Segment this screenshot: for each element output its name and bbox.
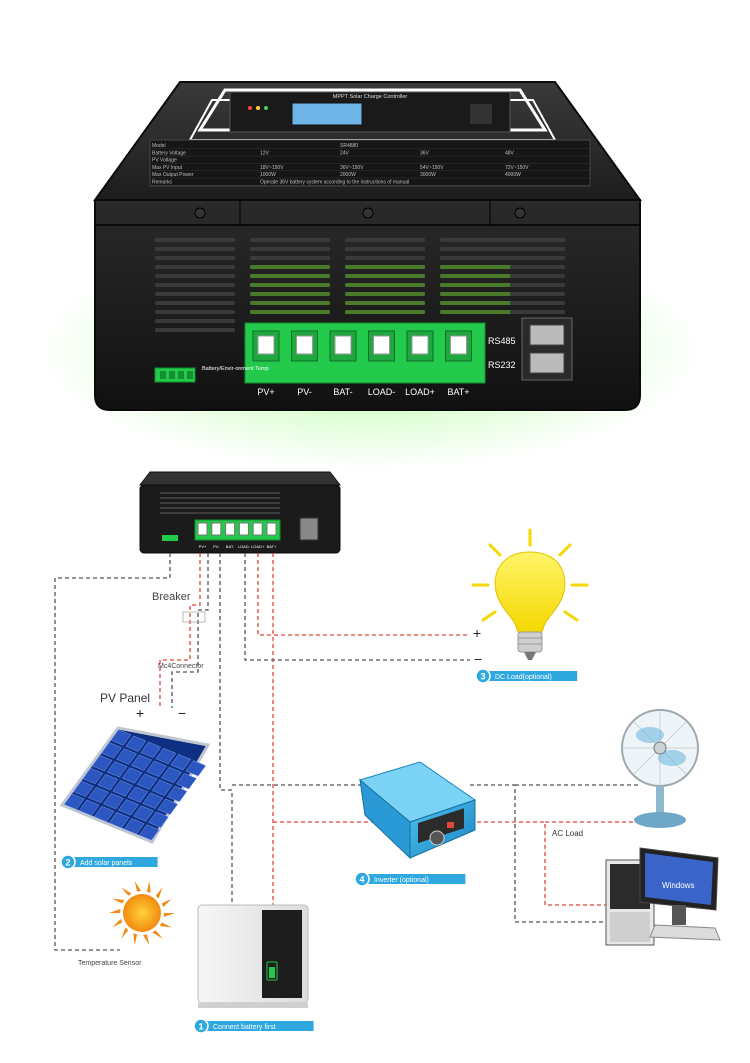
spec-cell: Operate 36V battery system according to …	[260, 180, 409, 186]
light-bulb-icon	[471, 528, 589, 660]
spec-cell: 4000W	[505, 172, 521, 178]
spec-cell: 36V	[420, 150, 430, 156]
step-badge-4: 4 Inverter (optional)	[354, 871, 466, 887]
breaker-label: Breaker	[152, 591, 191, 603]
fan-icon	[621, 709, 699, 828]
screw-icon	[194, 207, 206, 219]
step-badge-3: 3 DC Load(optional)	[475, 668, 578, 684]
controller-small: PV+ PV- BAT-LOAD-LOAD+BAT+	[138, 471, 342, 554]
lcd-screen	[291, 102, 363, 126]
status-led-yellow	[256, 106, 260, 110]
status-led-green	[264, 106, 268, 110]
small-terminal-label: PV-	[213, 544, 220, 549]
spec-cell: PV Voltage	[152, 158, 177, 164]
comm-ports: RS485 RS232	[488, 317, 573, 381]
mc4-label: Mc4Connector	[158, 663, 204, 670]
screw-icon	[362, 207, 374, 219]
spec-cell: 24V	[340, 150, 350, 156]
pv-panel-label: PV Panel	[100, 691, 150, 705]
step-label: Inverter (optional)	[374, 877, 429, 884]
step-number: 2	[65, 858, 70, 868]
pv-plus: +	[136, 705, 144, 721]
temp-sensor-label: Temperature Sensor	[78, 960, 142, 967]
small-terminal-label: PV+	[199, 544, 207, 549]
step-label: Add solar panels	[80, 860, 133, 867]
lid-buttons	[470, 104, 492, 124]
windows-label: Windows	[662, 881, 694, 890]
terminal-label: LOAD-	[368, 387, 396, 397]
spec-cell: 12V	[260, 150, 270, 156]
spec-cell: Model	[152, 143, 166, 149]
solar-panel-icon	[59, 726, 211, 844]
spec-cell: Remarks	[152, 180, 173, 186]
step-label: Connect battery first	[213, 1024, 276, 1031]
spec-cell: 48V	[505, 150, 515, 156]
rs485-label: RS485	[488, 336, 516, 346]
step-badge-2: 2 Add solar panels	[60, 854, 158, 870]
spec-cell: Max Output Power	[152, 172, 194, 178]
spec-cell: 1000W	[260, 172, 276, 178]
spec-cell: 18V~150V	[260, 165, 284, 171]
step-number: 3	[480, 672, 485, 682]
spec-cell: 3000W	[420, 172, 436, 178]
wires	[54, 553, 640, 951]
status-led-red	[248, 106, 252, 110]
sensor-port-label: Battery/Envir-onment Temp	[202, 366, 269, 372]
spec-cell: 54V~150V	[420, 165, 444, 171]
spec-cell: 36V~150V	[340, 165, 364, 171]
step-label: DC Load(optional)	[495, 674, 552, 681]
spec-cell: SR4880	[340, 143, 358, 149]
breaker-icon	[182, 611, 206, 623]
screw-icon	[514, 207, 526, 219]
terminal-label: PV+	[257, 387, 274, 397]
battery-icon	[197, 904, 309, 1008]
cooling-vents	[155, 238, 565, 332]
pv-minus: −	[178, 705, 186, 721]
step-badge-1: 1 Connect battery first	[193, 1018, 314, 1034]
small-terminal-label: LOAD-	[238, 544, 251, 549]
dc-plus: +	[473, 625, 481, 641]
spec-cell: 72V~150V	[505, 165, 529, 171]
panel-title: MPPT Solar Charge Controller	[333, 94, 408, 100]
terminal-label: BAT+	[447, 387, 469, 397]
step-number: 1	[198, 1022, 203, 1032]
small-terminal-label: BAT+	[267, 544, 277, 549]
rs485-port	[529, 324, 565, 346]
controller-large: MPPT Solar Charge Controller Model SR4880…	[40, 81, 700, 470]
terminal-label: BAT-	[333, 387, 352, 397]
sun-icon	[109, 880, 175, 946]
inverter-icon	[358, 761, 477, 860]
spec-cell: 2000W	[340, 172, 356, 178]
lid-panel	[229, 91, 511, 133]
small-terminal-label: LOAD+	[251, 544, 265, 549]
dc-minus: −	[474, 651, 482, 667]
small-comm-ports	[299, 517, 319, 541]
computer-icon: Windows	[605, 847, 721, 946]
rs232-label: RS232	[488, 360, 516, 370]
step-number: 4	[359, 875, 364, 885]
spec-cell: Max PV Input	[152, 165, 183, 171]
ac-load-label: AC Load	[552, 829, 583, 838]
small-terminal-label: BAT-	[226, 544, 235, 549]
spec-cell: Battery Voltage	[152, 150, 186, 156]
terminal-label: PV-	[297, 387, 312, 397]
rs232-port	[529, 352, 565, 374]
terminal-label: LOAD+	[405, 387, 435, 397]
